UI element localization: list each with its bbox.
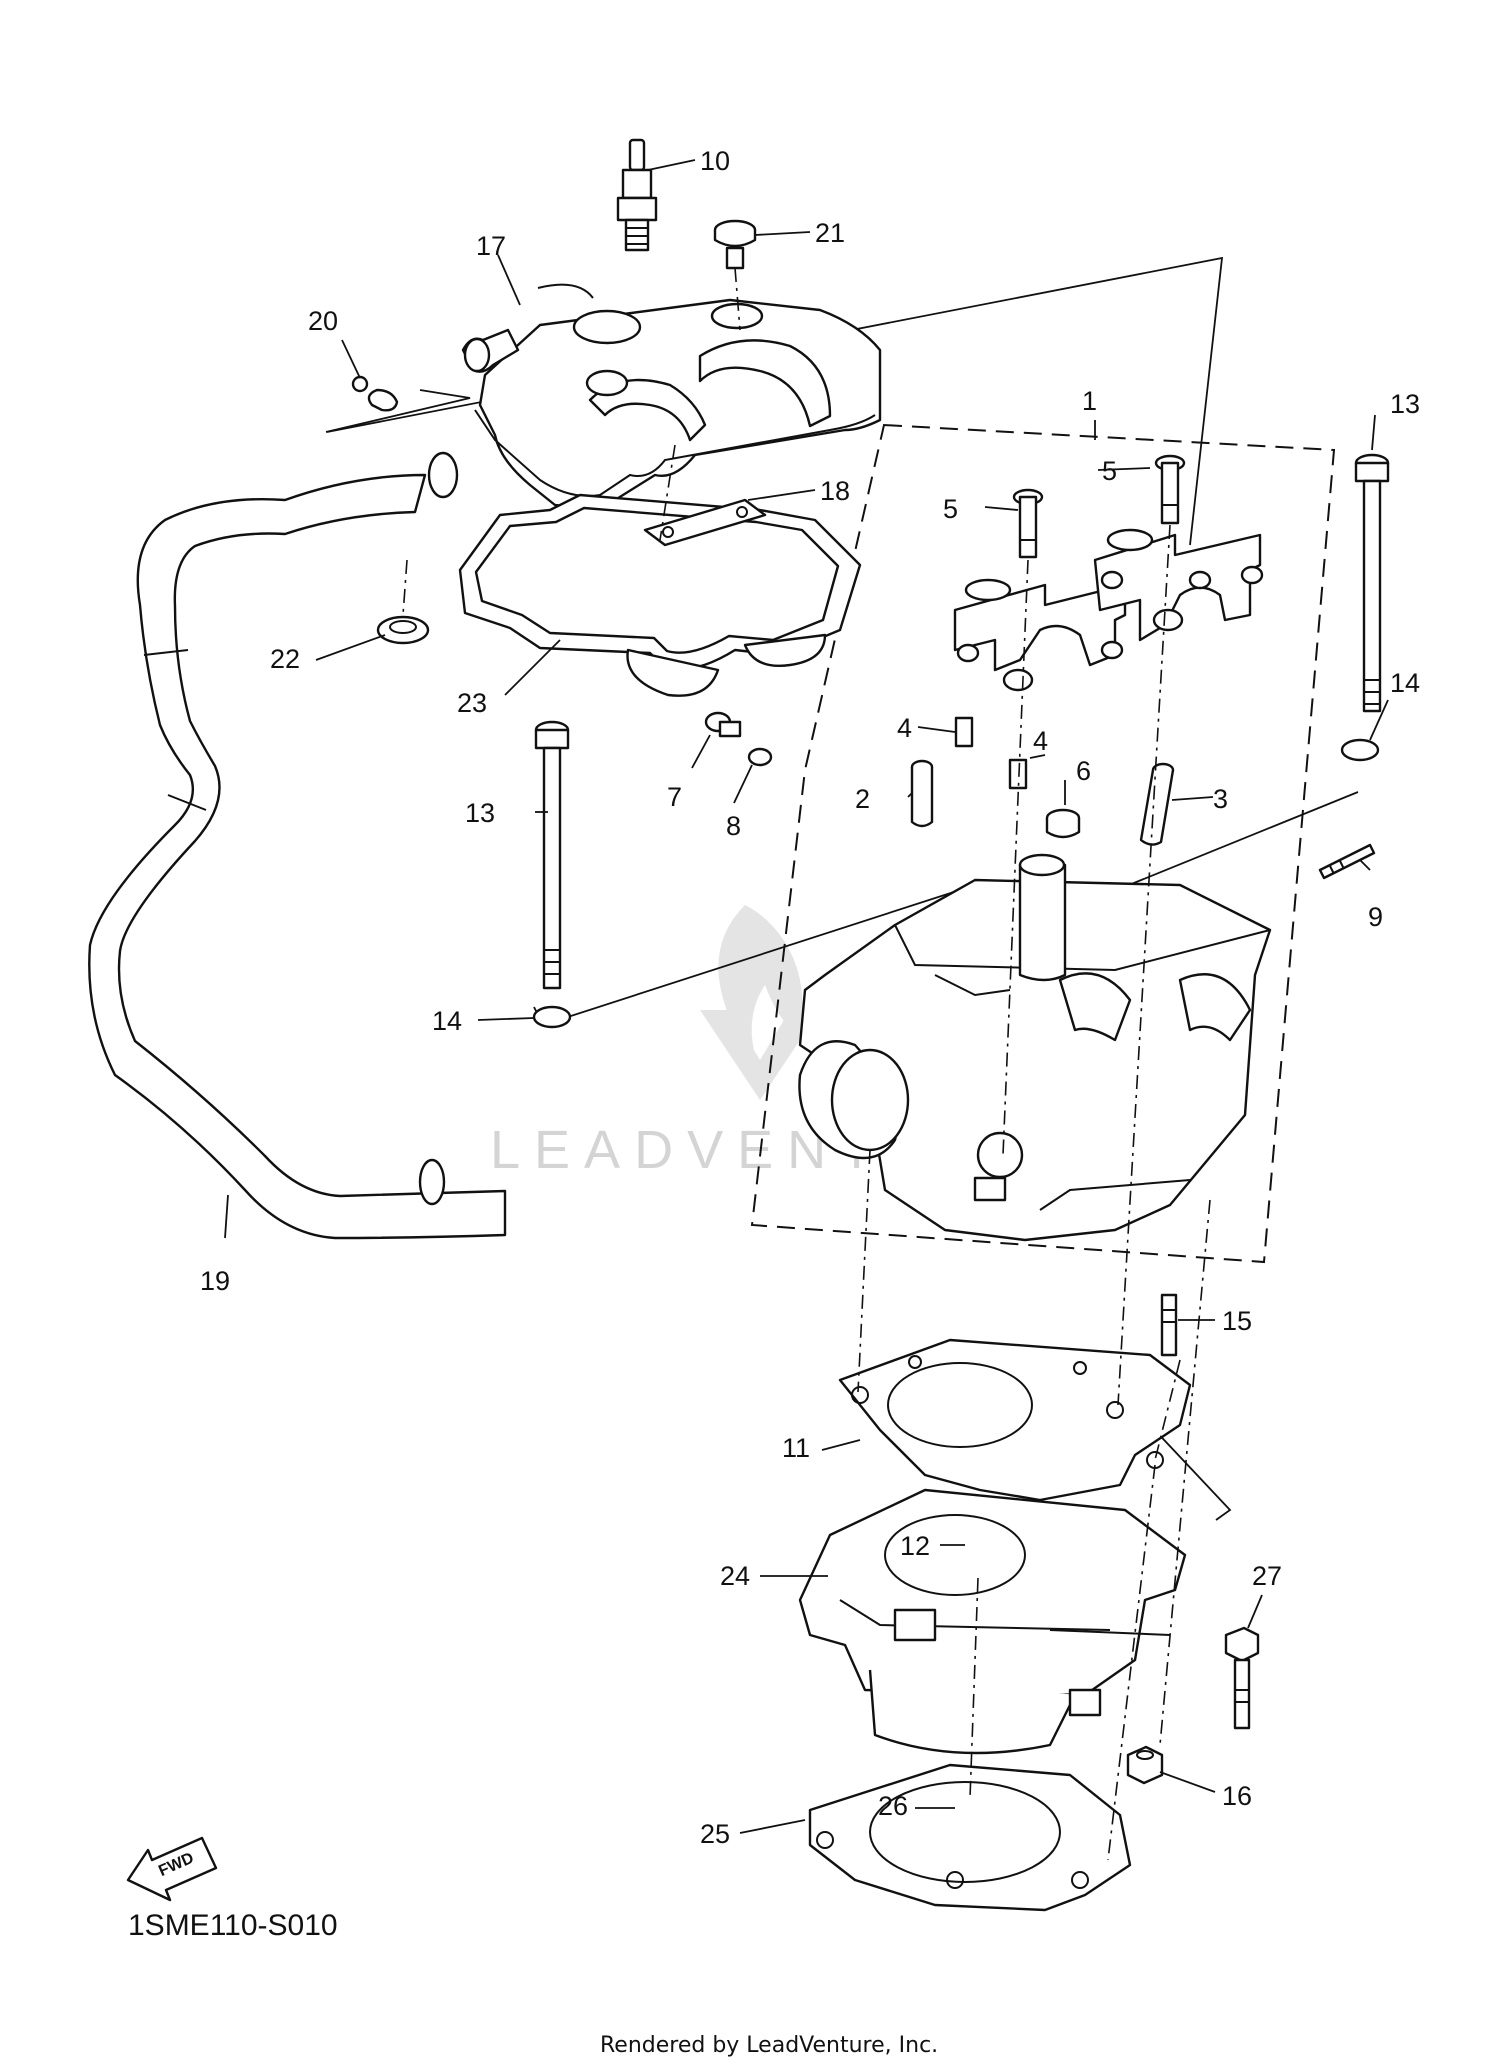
filler-plug xyxy=(713,219,757,270)
hose-clamp xyxy=(351,375,399,412)
callout-19: 19 xyxy=(200,1266,230,1296)
callout-25: 25 xyxy=(700,1819,730,1849)
head-gasket xyxy=(838,1338,1192,1502)
cap-bolt-left xyxy=(1012,488,1044,559)
callout-24: 24 xyxy=(720,1561,750,1591)
dowel-pin-right xyxy=(1008,758,1028,790)
callout-20: 20 xyxy=(308,306,338,336)
callout-16: 16 xyxy=(1222,1781,1252,1811)
callout-23: 23 xyxy=(457,688,487,718)
grommet xyxy=(376,615,430,645)
bolt xyxy=(704,711,742,738)
callout-9: 9 xyxy=(1368,902,1383,932)
washer-right xyxy=(1340,738,1380,762)
callout-1: 1 xyxy=(1082,386,1097,416)
cap-bolt-right xyxy=(1154,454,1186,525)
callout-13a: 13 xyxy=(1390,389,1420,419)
footer-credit: Rendered by LeadVenture, Inc. xyxy=(600,2033,938,2058)
cylinder-head-assembly-boundary xyxy=(750,423,1336,1264)
callout-10: 10 xyxy=(700,146,730,176)
callout-18: 18 xyxy=(820,476,850,506)
head-plug xyxy=(1045,808,1081,839)
callout-8: 8 xyxy=(726,811,741,841)
flange-bolt xyxy=(1224,1626,1260,1730)
callout-26: 26 xyxy=(878,1791,908,1821)
cylinder-head xyxy=(798,853,1272,1242)
washer-left xyxy=(532,1005,572,1029)
callout-6: 6 xyxy=(1076,756,1091,786)
stud-bolt xyxy=(1318,843,1376,880)
camshaft-cap-left xyxy=(953,578,1127,692)
callout-13b: 13 xyxy=(465,798,495,828)
base-gasket xyxy=(808,1763,1132,1912)
callout-15: 15 xyxy=(1222,1306,1252,1336)
nut xyxy=(1126,1745,1164,1785)
washer xyxy=(747,747,773,767)
callout-21: 21 xyxy=(815,218,845,248)
valve-cover xyxy=(461,283,882,508)
callout-22: 22 xyxy=(270,644,300,674)
callout-4b: 4 xyxy=(1033,726,1048,756)
callout-11: 11 xyxy=(782,1433,810,1463)
construction-lines xyxy=(325,256,1359,1521)
callout-5b: 5 xyxy=(1102,456,1117,486)
head-bolt-left xyxy=(534,720,570,990)
callout-5a: 5 xyxy=(943,494,958,524)
dowel-15 xyxy=(1160,1293,1178,1357)
cylinder xyxy=(798,1488,1187,1755)
callout-27: 27 xyxy=(1252,1561,1282,1591)
breather-hose xyxy=(88,451,507,1240)
callout-12: 12 xyxy=(900,1531,930,1561)
spark-plug xyxy=(616,138,658,252)
camshaft-cap-right xyxy=(1093,528,1264,642)
fwd-arrow-icon: FWD xyxy=(126,1836,218,1902)
alignment-lines xyxy=(402,267,1211,1861)
callout-14b: 14 xyxy=(432,1006,462,1036)
valve-cover-gasket xyxy=(458,493,862,697)
bracket xyxy=(643,498,767,547)
dowel-pin-left xyxy=(954,716,974,748)
leader-lines xyxy=(224,159,1389,1834)
callout-labels: 1 2 3 4 4 5 5 6 7 8 9 10 11 12 13 13 14 … xyxy=(200,146,1420,1849)
callout-4a: 4 xyxy=(897,713,912,743)
diagram-code: 1SME110-S010 xyxy=(128,1909,338,1942)
oil-pipe-left xyxy=(910,759,934,828)
callout-3: 3 xyxy=(1213,784,1228,814)
callout-14a: 14 xyxy=(1390,668,1420,698)
callout-17: 17 xyxy=(476,231,506,261)
head-bolt-right xyxy=(1354,453,1390,713)
callout-2: 2 xyxy=(855,784,870,814)
callout-7: 7 xyxy=(667,782,682,812)
oil-pipe-right xyxy=(1139,762,1175,846)
